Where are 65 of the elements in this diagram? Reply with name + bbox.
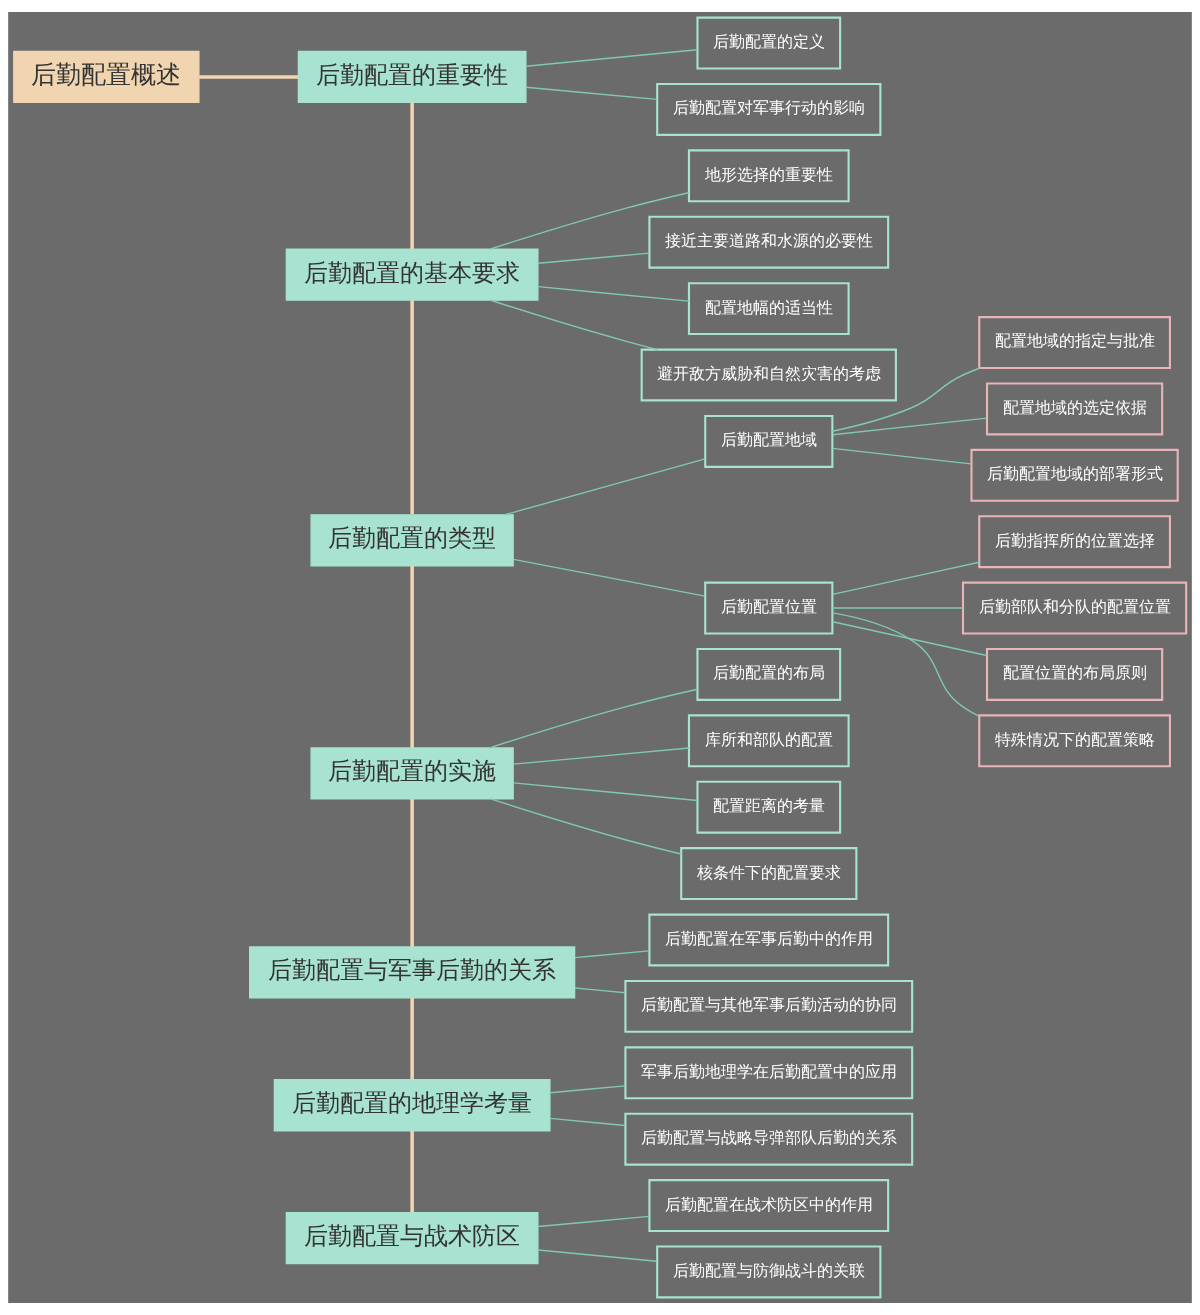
connector: [503, 458, 706, 516]
node-box: 配置地域的指定与批准: [978, 316, 1171, 369]
node-box: 后勤配置与战略导弹部队后勤的关系: [624, 1112, 914, 1166]
node-box: 后勤配置地域的部署形式: [970, 448, 1179, 502]
node-box: 地形选择的重要性: [687, 149, 850, 203]
connector: [410, 997, 414, 1080]
node-box: 后勤配置的基本要求: [285, 248, 539, 301]
node-box: 后勤配置在战术防区中的作用: [648, 1179, 890, 1232]
node-box: 后勤配置与其他军事后勤活动的协同: [624, 979, 914, 1033]
connector: [410, 102, 414, 250]
connector: [512, 782, 699, 802]
connector: [512, 558, 706, 597]
node-box: 避开敌方威胁和自然灾害的考虑: [640, 348, 897, 402]
connector: [199, 75, 299, 79]
connector: [489, 798, 682, 855]
node-box: 后勤配置在军事后勤中的作用: [648, 913, 890, 967]
connector: [549, 1085, 626, 1094]
node-box: 后勤配置对军事行动的影响: [656, 83, 882, 136]
connector: [410, 1130, 414, 1213]
node-box: 配置位置的布局原则: [985, 647, 1164, 701]
connector: [537, 285, 690, 302]
node-box: 后勤配置位置: [704, 581, 834, 635]
node-box: 后勤指挥所的位置选择: [978, 515, 1171, 569]
node-box: 后勤配置与防御战斗的关联: [656, 1245, 882, 1299]
connector: [537, 252, 650, 264]
connector: [831, 561, 980, 596]
node-box: 后勤配置的类型: [310, 514, 514, 567]
node-box: 配置地域的选定依据: [985, 382, 1164, 436]
node-box: 军事后勤地理学在后勤配置中的应用: [624, 1046, 914, 1100]
connector: [410, 300, 414, 515]
connector: [831, 367, 981, 432]
connector: [537, 1249, 658, 1263]
node-box: 库所和部队的配置: [687, 714, 850, 768]
node-box: 后勤配置概述: [13, 50, 200, 104]
node-box: 核条件下的配置要求: [680, 847, 858, 901]
node-box: 配置距离的考量: [696, 780, 842, 834]
node-box: 后勤配置的定义: [696, 16, 842, 70]
node-box: 后勤部队和分队的配置位置: [961, 581, 1188, 635]
connector: [488, 688, 699, 749]
connector: [574, 987, 626, 994]
connector: [488, 192, 690, 250]
connector: [525, 49, 699, 67]
node-box: 后勤配置地域: [704, 414, 834, 468]
connector: [489, 299, 659, 351]
node-box: 后勤配置的布局: [696, 647, 842, 701]
connector: [537, 1215, 650, 1228]
node-box: 接近主要道路和水源的必要性: [648, 215, 890, 269]
node-box: 后勤配置的地理学考量: [273, 1079, 551, 1132]
connector: [410, 565, 414, 748]
node-box: 后勤配置的实施: [310, 747, 514, 800]
connector: [831, 417, 988, 436]
node-box: 后勤配置的重要性: [297, 50, 527, 104]
connector: [574, 950, 650, 959]
connector: [831, 621, 988, 657]
connector: [831, 447, 972, 465]
node-box: 特殊情况下的配置策略: [978, 714, 1171, 768]
connector: [549, 1117, 626, 1127]
node-box: 后勤配置与战术防区: [285, 1211, 539, 1265]
node-box: 配置地幅的适当性: [687, 282, 850, 336]
connector: [410, 799, 414, 947]
connector: [525, 86, 658, 101]
connector: [512, 747, 690, 765]
node-box: 后勤配置与军事后勤的关系: [249, 946, 576, 999]
connector: [831, 607, 964, 609]
connector: [831, 612, 980, 717]
